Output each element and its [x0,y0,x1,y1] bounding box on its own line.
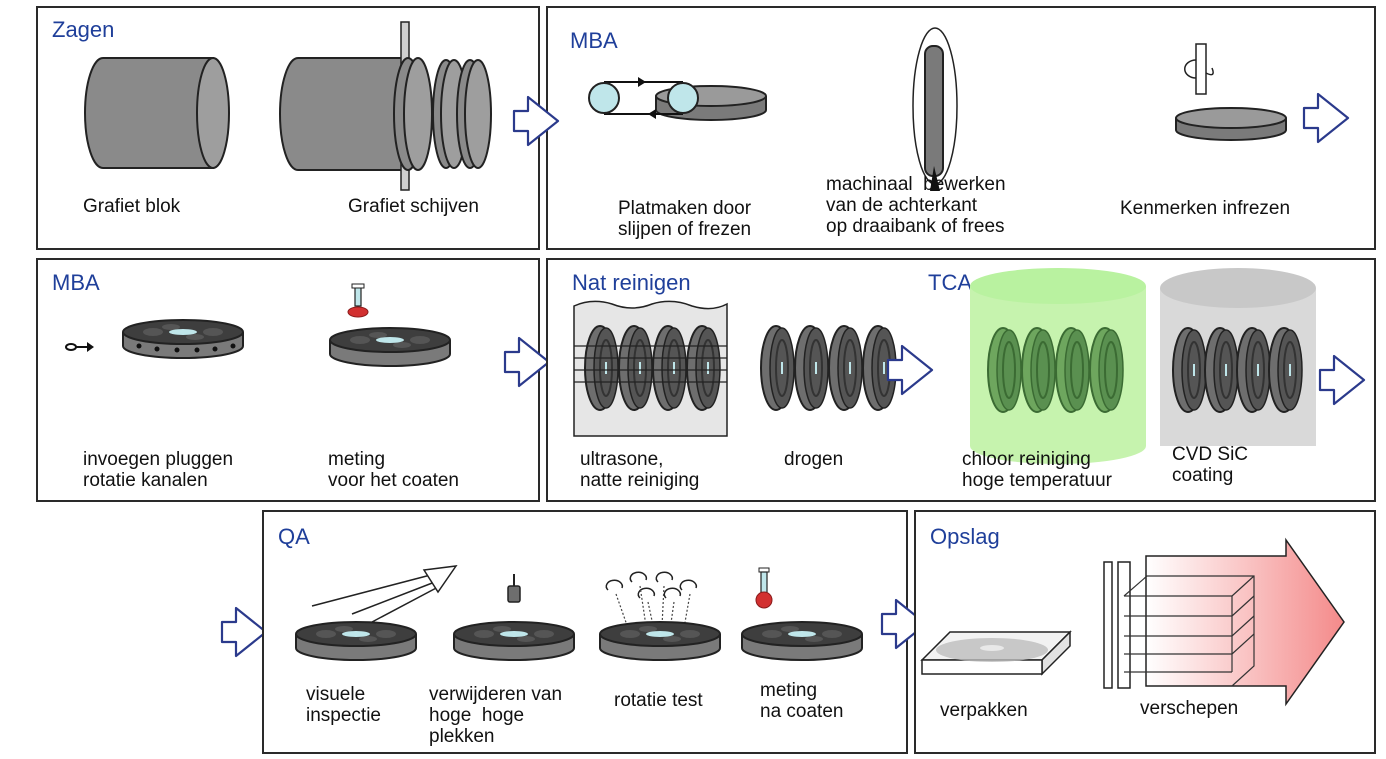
step-label-visuele: visuele inspectie [306,684,381,726]
step-label-grafiet-blok: Grafiet blok [83,196,181,217]
visual-inspection-illustration [295,565,458,661]
step-label-verpakken: verpakken [940,700,1028,721]
step-label-invoegen: invoegen pluggen rotatie kanalen [83,449,234,491]
ultrasonic-bath-illustration [573,300,728,437]
high-spot-removal-illustration [453,574,575,661]
panel-zagen: Zagen Grafiet blok Grafiet schijven [36,6,540,250]
rotation-test-illustration [599,571,721,661]
step-label-verschepen: verschepen [1140,698,1239,719]
panel-cleaning-coating: Nat reinigen TCA ultrasone, n [546,258,1376,502]
milling-illustration [1175,43,1287,141]
step-label-drogen: drogen [784,449,844,470]
flow-arrow [503,336,551,388]
step-label-rotatie: rotatie test [614,690,703,711]
panel-title-tca: TCA [928,270,972,295]
post-coating-measurement-illustration [741,567,863,661]
step-label-machinaal: machinaal bewerken van de achterkant op … [826,174,1006,237]
flow-arrow [1318,354,1366,406]
step-label-meting-voor: meting voor het coaten [328,449,459,491]
measurement-illustration [329,283,451,367]
grinding-illustration [588,77,767,121]
panel-opslag: Opslag verpakken verschepen [914,510,1376,754]
step-label-kenmerken: Kenmerken infrezen [1120,198,1291,219]
panel-mba-middle: MBA invoegen pluggen rotatie kanalen met… [36,258,540,502]
panel-title-qa: QA [278,524,310,549]
plug-insertion-illustration [65,319,244,359]
panel-title-opslag: Opslag [930,524,1000,549]
step-label-platmaken: Platmaken door slijpen of frezen [618,198,752,240]
step-label-chloor: chloor reiniging hoge temperatuur [962,449,1112,491]
packaging-illustration [920,630,1072,676]
step-label-ultrasone: ultrasone, natte reiniging [580,449,700,491]
panel-qa: QA visuele inspectie verwijderen van hog… [262,510,908,754]
flow-arrow [512,95,560,147]
chlorine-cleaning-illustration [970,268,1146,464]
lathe-illustration [912,27,958,191]
flow-arrow [886,344,934,396]
flow-arrow [1302,92,1350,144]
step-label-meting-na: meting na coaten [760,680,844,722]
panel-title-zagen: Zagen [52,17,115,42]
step-label-cvd: CVD SiC coating [1172,444,1249,486]
panel-title-mba-top: MBA [570,28,618,53]
step-label-grafiet-schijven: Grafiet schijven [348,196,479,217]
step-label-verwijderen: verwijderen van hoge hoge plekken [429,684,563,747]
cvd-coating-illustration [1160,268,1316,446]
panel-title-nat-reinigen: Nat reinigen [572,270,691,295]
drying-illustration [760,325,897,411]
shipping-illustration [1103,537,1345,707]
panel-title-mba-middle: MBA [52,270,100,295]
graphite-block-illustration [84,57,230,169]
graphite-slices-illustration [279,21,492,191]
panel-mba-top: MBA Platmaken door slijpen of frezen mac… [546,6,1376,250]
